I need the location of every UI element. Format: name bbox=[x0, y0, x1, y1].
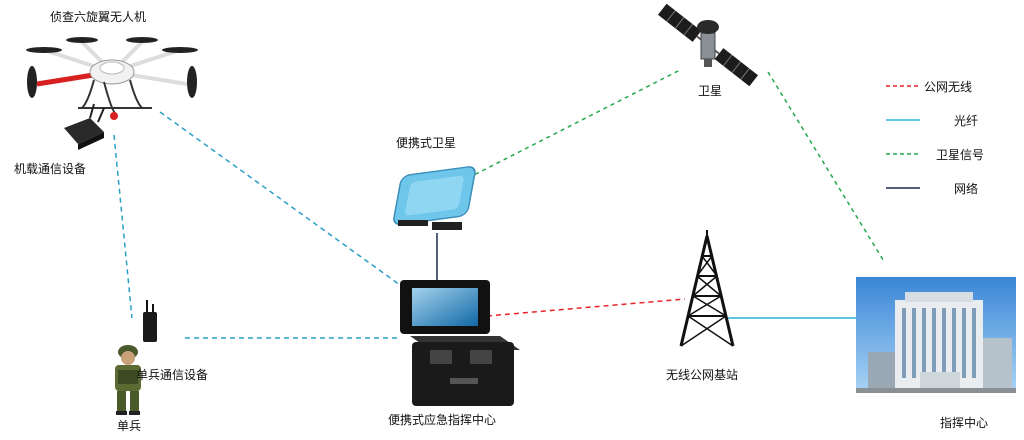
connections bbox=[113, 69, 886, 339]
satellite-icon bbox=[657, 3, 759, 87]
portable-command-box-icon bbox=[400, 280, 520, 406]
label-airborne-comm: 机载通信设备 bbox=[14, 162, 87, 176]
legend-label-satellite-signal: 卫星信号 bbox=[936, 148, 985, 162]
label-soldier-comm: 单兵通信设备 bbox=[136, 368, 209, 382]
soldier-radio-icon bbox=[143, 300, 157, 342]
label-portable-satellite: 便携式卫星 bbox=[396, 136, 457, 150]
label-satellite: 卫星 bbox=[698, 84, 723, 98]
legend-label-public-wireless: 公网无线 bbox=[924, 80, 973, 94]
link-satellite-commandcenter bbox=[767, 71, 886, 264]
airborne-comm-device-icon bbox=[64, 103, 105, 150]
link-drone-commandbox bbox=[159, 111, 401, 286]
link-drone-soldier bbox=[113, 134, 133, 319]
legend-label-fiber: 光纤 bbox=[954, 114, 979, 128]
link-commandbox-basestation bbox=[486, 298, 686, 317]
base-station-tower-icon bbox=[679, 230, 735, 347]
soldier-icon bbox=[115, 345, 141, 415]
legend-label-network: 网络 bbox=[954, 182, 979, 196]
label-base-station: 无线公网基站 bbox=[666, 368, 739, 382]
legend bbox=[886, 85, 920, 189]
label-soldier: 单兵 bbox=[117, 419, 142, 433]
label-drone: 侦查六旋翼无人机 bbox=[50, 10, 147, 24]
hexacopter-drone-icon bbox=[26, 37, 198, 120]
label-command-box: 便携式应急指挥中心 bbox=[388, 413, 497, 427]
link-portablesat-satellite bbox=[467, 69, 681, 179]
label-command-center: 指挥中心 bbox=[940, 416, 989, 430]
portable-satellite-icon bbox=[393, 166, 476, 230]
command-center-building-icon bbox=[856, 277, 1016, 393]
